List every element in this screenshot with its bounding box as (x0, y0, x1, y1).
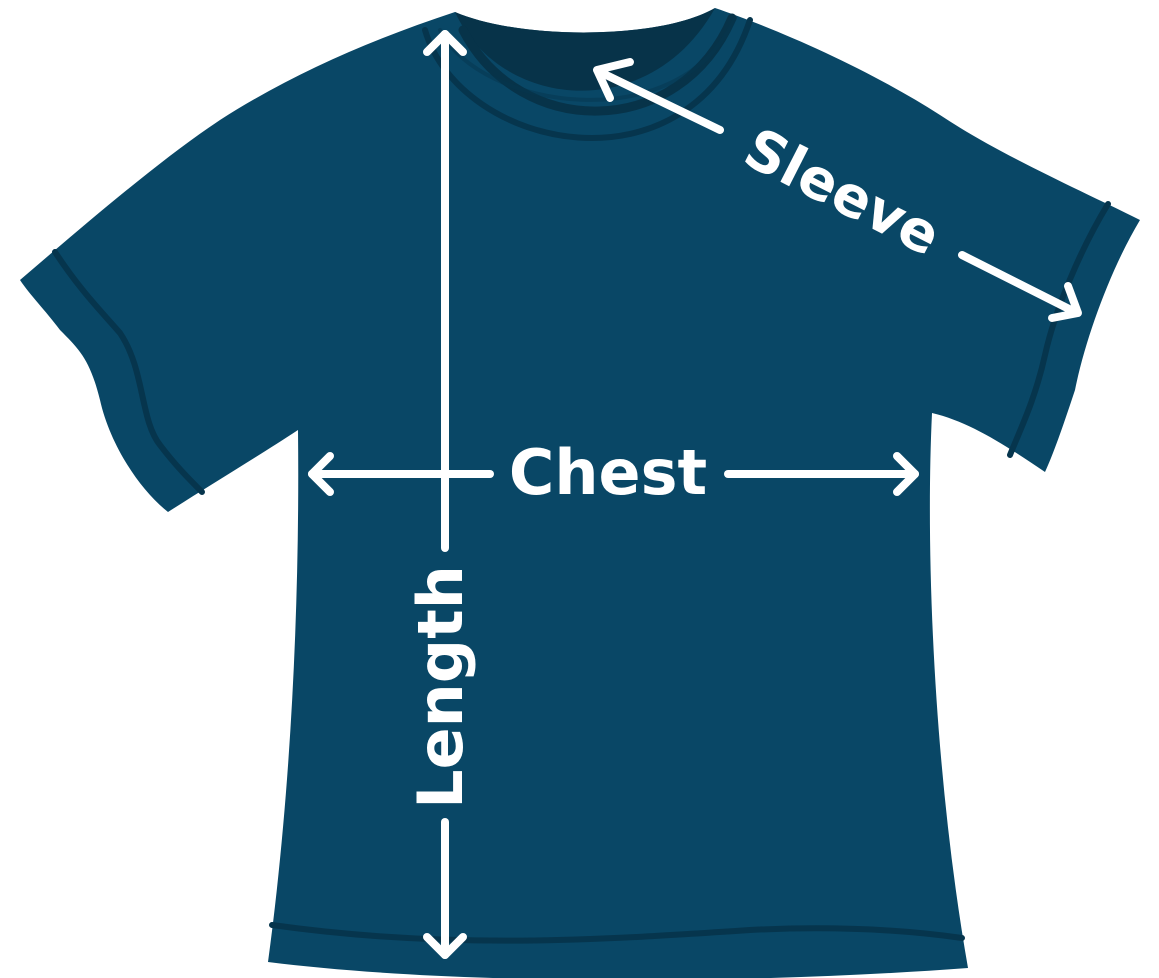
length-label: Length (404, 565, 477, 809)
chest-label: Chest (509, 436, 707, 509)
